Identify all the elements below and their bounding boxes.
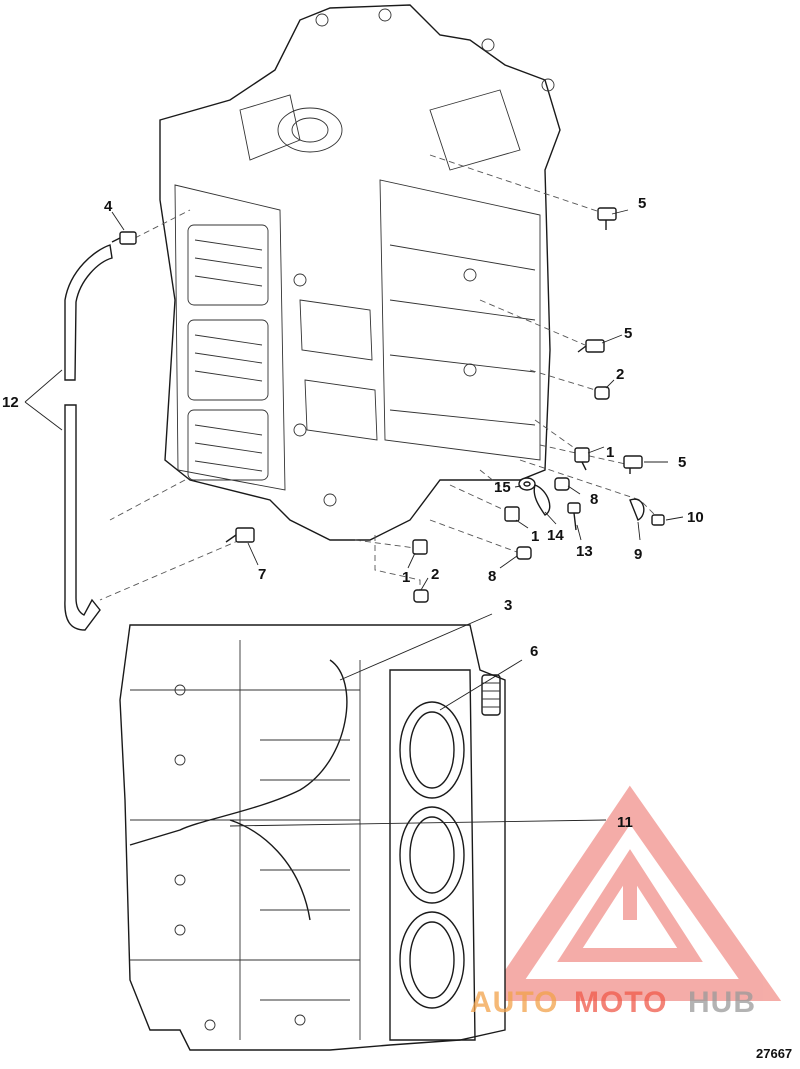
screw-10 — [651, 514, 665, 526]
callout-6: 6 — [530, 643, 538, 660]
leader-lines — [24, 209, 684, 827]
fitting-4 — [111, 231, 137, 245]
fitting-1-left — [412, 539, 428, 555]
callout-14: 14 — [547, 527, 564, 544]
callout-7: 7 — [258, 566, 266, 583]
watermark-text-moto: MOTO — [574, 986, 667, 1019]
hose-12 — [64, 244, 113, 631]
fitting-5-mid — [577, 339, 605, 353]
callout-10: 10 — [687, 509, 704, 526]
cylinder-block-upper — [159, 4, 561, 541]
plug-8-lower — [516, 546, 532, 560]
callout-12: 12 — [2, 394, 19, 411]
callout-11: 11 — [617, 814, 633, 831]
callout-15: 15 — [494, 479, 511, 496]
callout-2-lower: 2 — [431, 566, 439, 583]
callout-8-lower: 8 — [488, 568, 496, 585]
callout-5-mid: 5 — [624, 325, 632, 342]
watermark-text-auto: AUTO — [470, 986, 558, 1019]
plug-2-lower — [413, 589, 429, 603]
callout-8-upper: 8 — [590, 491, 598, 508]
clamp-9 — [629, 498, 645, 521]
callout-1-left: 1 — [402, 569, 410, 586]
callout-1-right: 1 — [606, 444, 614, 461]
clamp-14 — [533, 484, 551, 516]
callout-2-upper: 2 — [616, 366, 624, 383]
fitting-1-center — [504, 506, 520, 522]
callout-13: 13 — [576, 543, 593, 560]
plug-2-upper — [594, 386, 610, 400]
fitting-5-low — [623, 455, 643, 474]
watermark-logo — [484, 785, 782, 1001]
fitting-5-top — [597, 207, 617, 230]
screw-13 — [567, 502, 581, 531]
reed-slots — [194, 239, 263, 472]
callout-9: 9 — [634, 546, 642, 563]
callout-4: 4 — [104, 198, 113, 215]
fitting-7 — [225, 527, 255, 543]
cylinder-block-lower — [119, 624, 506, 1051]
callout-1-center: 1 — [531, 528, 539, 545]
plug-8-upper — [554, 477, 570, 491]
figure-number: 27667 — [756, 1046, 792, 1061]
callout-labels: 4 5 5 2 5 1 8 15 14 13 9 10 1 8 1 2 7 3 … — [2, 195, 704, 831]
watermark-text-hub: HUB — [688, 986, 756, 1019]
callout-5-top: 5 — [638, 195, 646, 212]
fitting-1-right — [574, 447, 590, 471]
callout-3: 3 — [504, 597, 512, 614]
callout-5-low: 5 — [678, 454, 686, 471]
watermark-text: AUTO MOTO HUB — [470, 986, 756, 1019]
explosion-lines — [99, 154, 661, 601]
washer-15 — [518, 477, 536, 491]
